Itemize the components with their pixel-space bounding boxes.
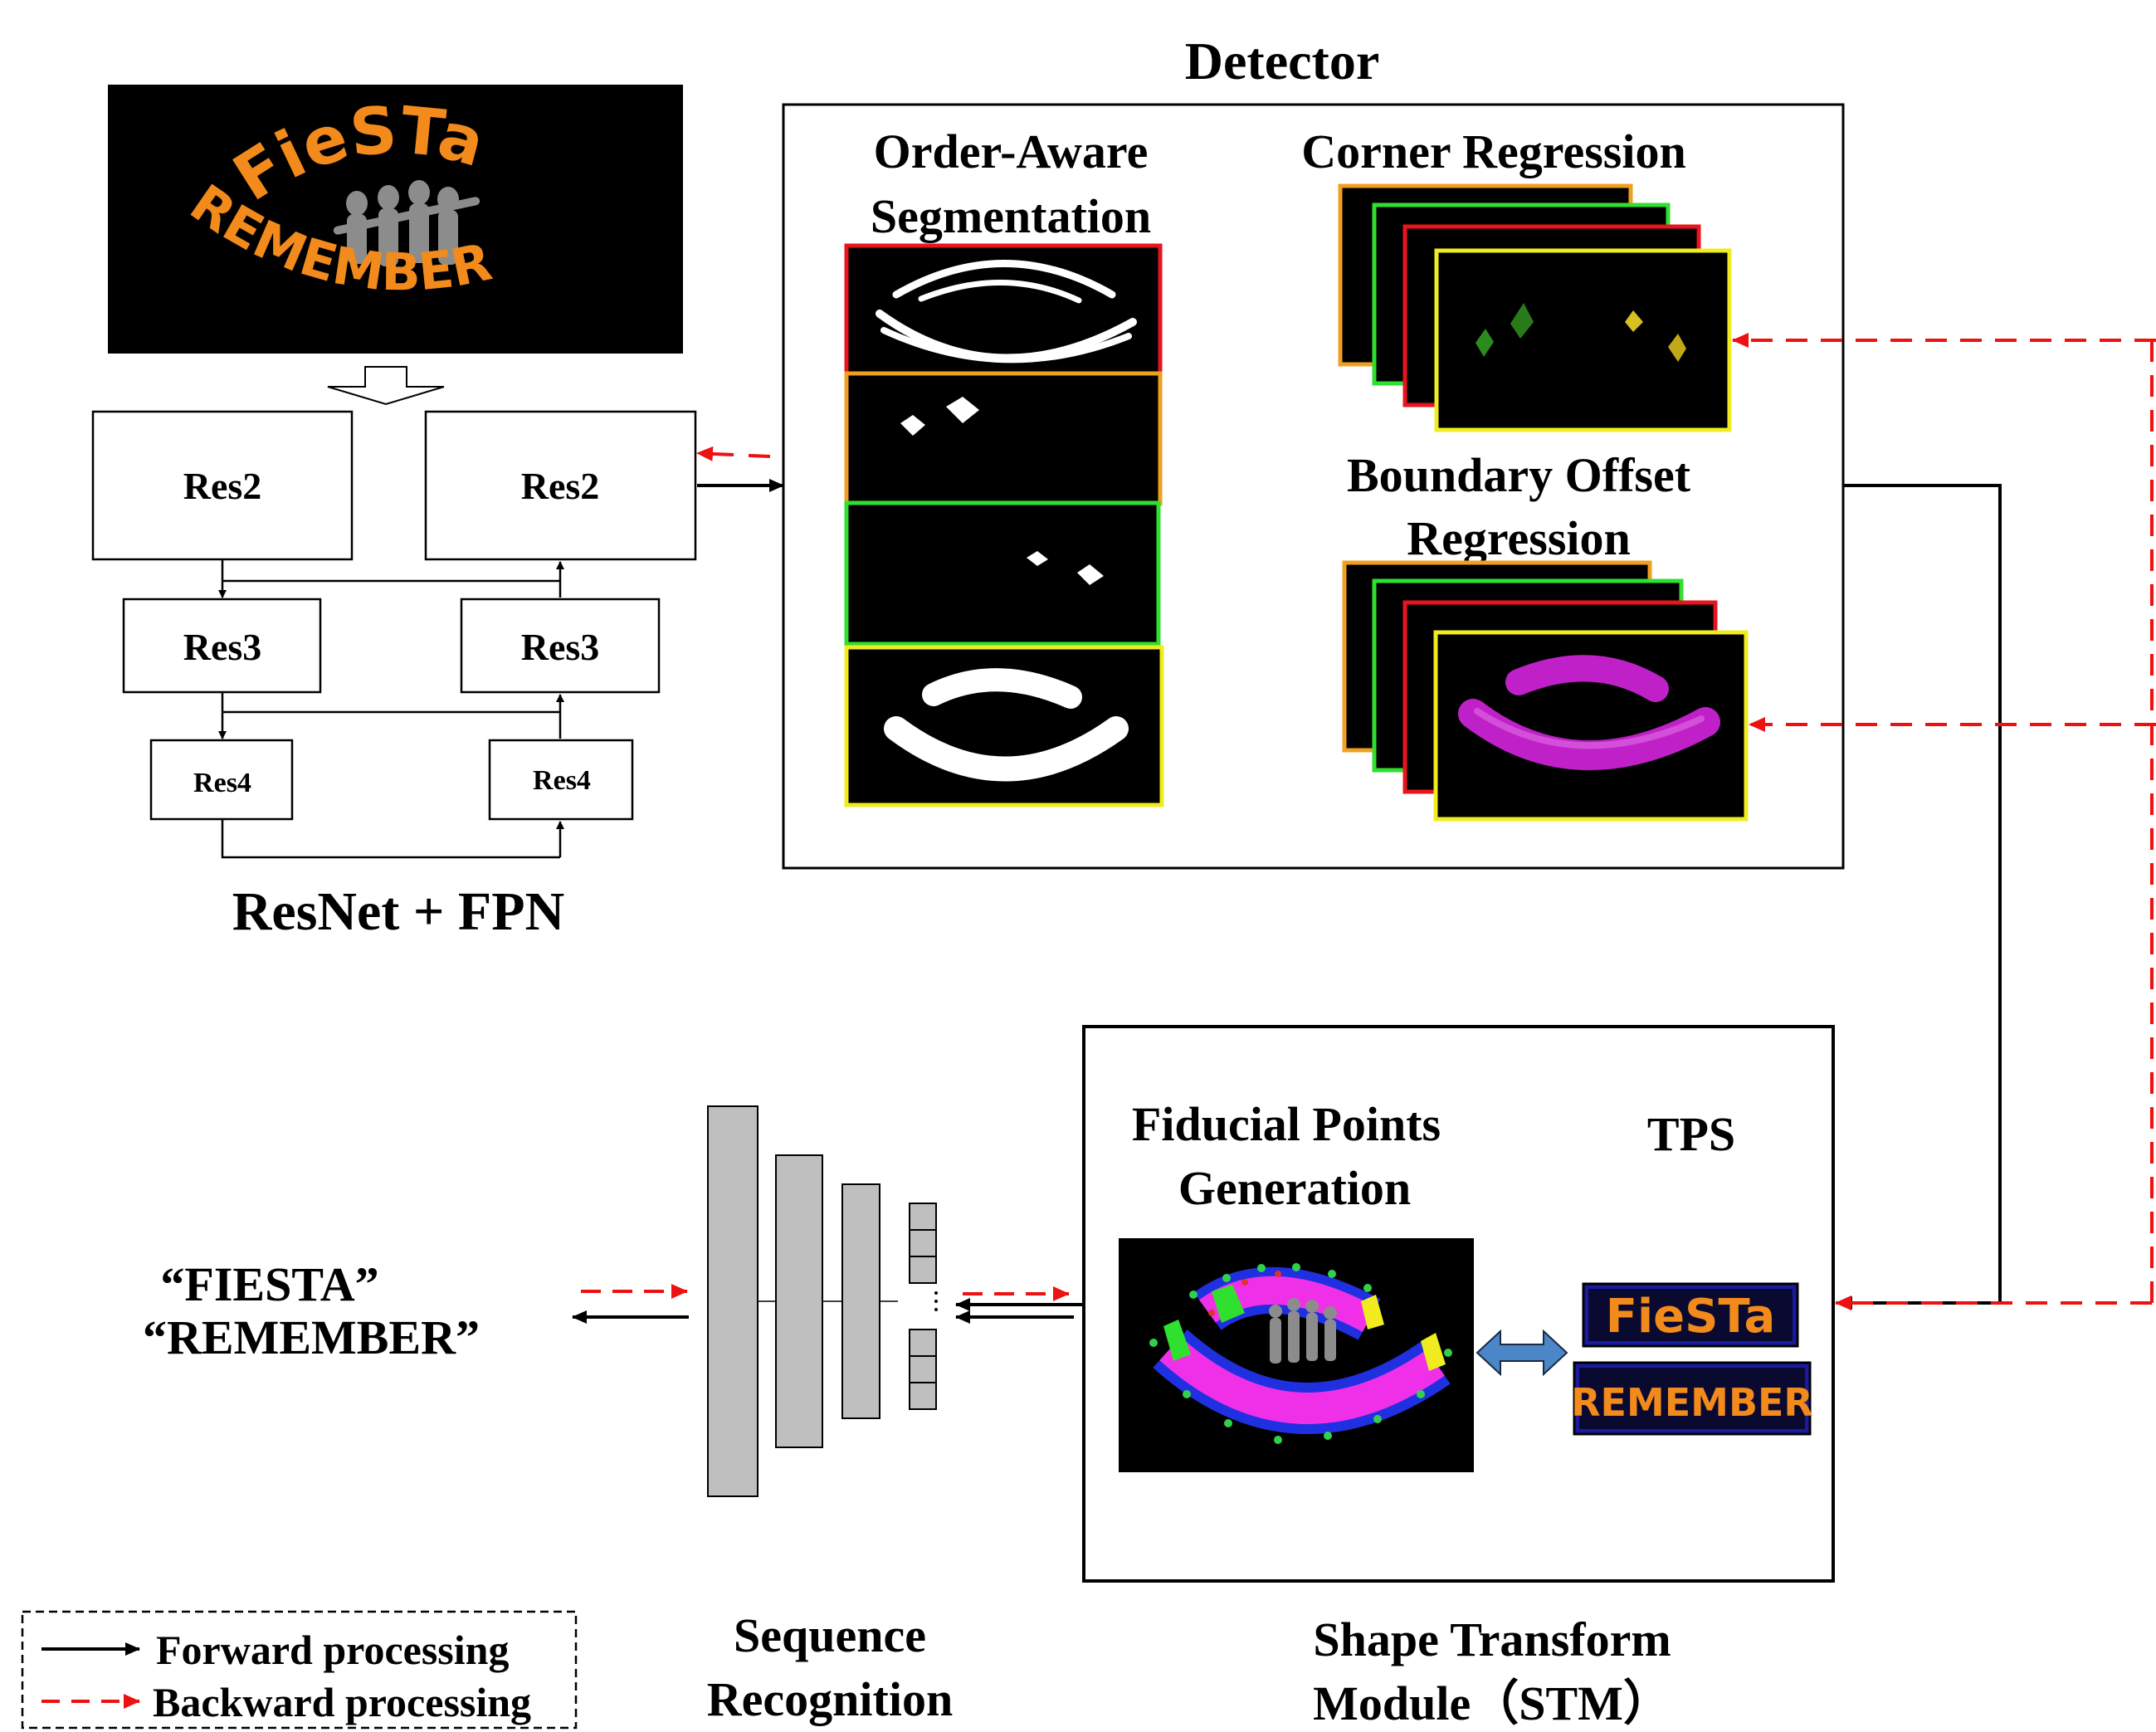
order-aware-title-line1: Order-Aware bbox=[874, 124, 1149, 178]
tps-word-remember: REMEMBER bbox=[1571, 1380, 1813, 1425]
backward-feedback-lines bbox=[1732, 333, 2156, 1310]
tps-output-remember: REMEMBER bbox=[1571, 1361, 1813, 1436]
fiducial-title-line1: Fiducial Points bbox=[1132, 1097, 1441, 1151]
backbone-title: ResNet + FPN bbox=[232, 881, 564, 942]
boundary-offset-maps bbox=[1342, 560, 1749, 822]
dancers-silhouette-icon bbox=[333, 180, 480, 266]
detector-title: Detector bbox=[1185, 32, 1379, 90]
boundary-offset-title-line1: Boundary Offset bbox=[1347, 448, 1691, 502]
up-res3-label: Res3 bbox=[521, 626, 600, 668]
fiducial-dancers-icon bbox=[1269, 1298, 1337, 1364]
up-res2-block bbox=[424, 410, 697, 561]
input-image: FieSTa REMEMBER bbox=[108, 85, 683, 354]
legend: Forward processing Backward processing bbox=[21, 1610, 578, 1730]
segmentation-maps bbox=[844, 243, 1164, 807]
double-arrow-icon bbox=[1476, 1329, 1568, 1377]
forward-arrow-detector-to-stm bbox=[1837, 484, 2002, 1310]
corner-maps bbox=[1338, 183, 1732, 432]
legend-forward-label: Forward processing bbox=[156, 1627, 509, 1673]
tps-output-fiesta: FieSTa bbox=[1582, 1282, 1799, 1348]
seg-map-green bbox=[844, 500, 1161, 646]
stm-title-line1: Shape Transform bbox=[1313, 1612, 1671, 1666]
boundary-offset-title-line2: Regression bbox=[1407, 511, 1631, 565]
fiducial-title-line2: Generation bbox=[1178, 1161, 1411, 1215]
fiducial-points bbox=[1149, 1263, 1452, 1444]
up-res3-block bbox=[460, 598, 661, 694]
sequence-recognizer bbox=[707, 1105, 937, 1497]
tps-word-fiesta: FieSTa bbox=[1606, 1290, 1776, 1344]
seg-map-red bbox=[844, 243, 1163, 378]
backward-arrow-to-backbone bbox=[696, 446, 771, 461]
sequence-title-line2: Recognition bbox=[707, 1672, 953, 1726]
order-aware-title-line2: Segmentation bbox=[871, 189, 1151, 243]
seg-map-yellow bbox=[844, 645, 1164, 807]
stm-title-line2: Module（STM） bbox=[1313, 1676, 1671, 1730]
hollow-down-arrow-icon bbox=[327, 366, 445, 406]
backbone-labels: Res2 Res2 Res3 Res3 Res4 Res4 bbox=[183, 465, 600, 798]
up-res2-label: Res2 bbox=[521, 465, 600, 507]
output-word-1: “FIESTA” bbox=[160, 1257, 378, 1311]
recognizer-ellipsis bbox=[934, 1291, 938, 1311]
corner-regression-title: Corner Regression bbox=[1301, 124, 1685, 178]
sequence-title-line1: Sequence bbox=[734, 1608, 926, 1662]
down-res4-label: Res4 bbox=[193, 768, 251, 798]
down-res3-label: Res3 bbox=[183, 626, 262, 668]
fiducial-points-image bbox=[1119, 1238, 1474, 1472]
up-res4-label: Res4 bbox=[533, 765, 591, 796]
backbone-connectors bbox=[218, 559, 564, 859]
down-res2-label: Res2 bbox=[183, 465, 262, 507]
output-word-2: “REMEMBER” bbox=[143, 1310, 480, 1364]
tps-title: TPS bbox=[1647, 1107, 1735, 1161]
legend-backward-label: Backward processing bbox=[153, 1679, 531, 1725]
seg-map-orange bbox=[844, 371, 1163, 506]
up-res4-block bbox=[488, 739, 634, 821]
